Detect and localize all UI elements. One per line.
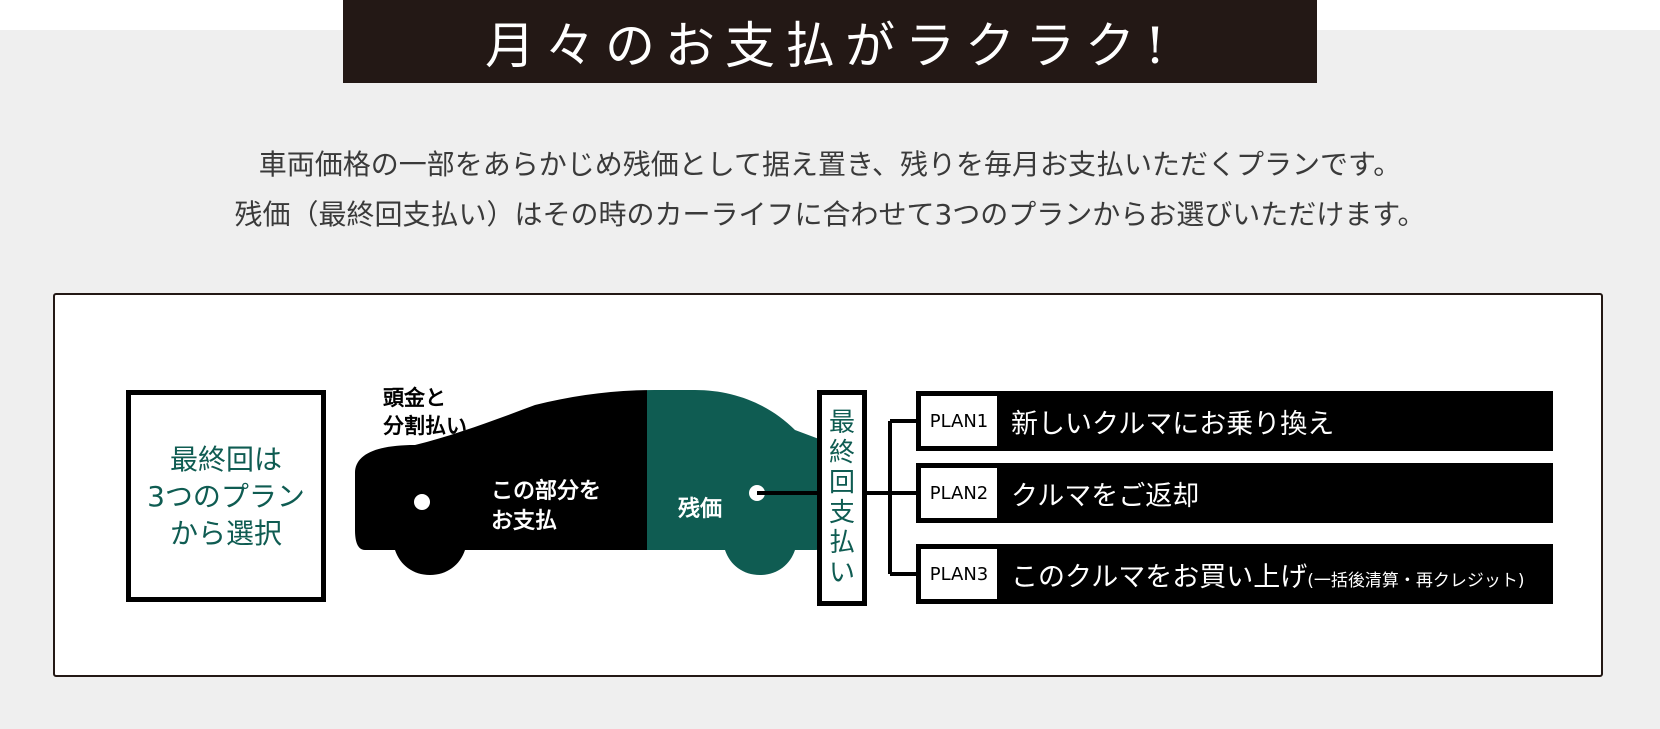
down-payment-line-2: 分割払い	[383, 414, 467, 438]
down-payment-dot	[414, 494, 430, 510]
final-payment-char-3: 回	[828, 468, 855, 498]
residual-plan-diagram: 最終回は 3つのプラン から選択 頭金と 分割払い この部分を お支払 残価	[53, 293, 1603, 677]
down-payment-label: 頭金と 分割払い	[383, 384, 467, 440]
final-choice-line-3: から選択	[169, 516, 282, 550]
final-choice-box: 最終回は 3つのプラン から選択	[126, 390, 326, 602]
plan-3-note: (一括後清算・再クレジット)	[1307, 570, 1525, 591]
final-choice-line-1: 最終回は	[169, 442, 282, 476]
plan-2-text: クルマをご返却	[1011, 480, 1200, 512]
paid-portion-line-2: お支払	[491, 509, 558, 534]
plan-3-text-wrap: このクルマをお買い上げ(一括後清算・再クレジット)	[1011, 555, 1524, 594]
final-payment-char-5: 払	[828, 528, 855, 558]
residual-label: 残価	[678, 497, 723, 522]
final-choice-line-2: 3つのプラン	[147, 479, 305, 513]
plan-3-tag: PLAN3	[921, 549, 997, 599]
down-payment-line-1: 頭金と	[383, 386, 446, 410]
plan-row-3: PLAN3 このクルマをお買い上げ(一括後清算・再クレジット)	[916, 544, 1553, 604]
plan-1-text: 新しいクルマにお乗り換え	[1011, 408, 1335, 440]
paid-portion-line-1: この部分を	[491, 479, 602, 504]
paid-portion-label: この部分を お支払	[491, 477, 601, 537]
plan-2-tag: PLAN2	[921, 468, 997, 518]
final-payment-box: 最 終 回 支 払 い	[817, 390, 867, 606]
car-illustration	[355, 390, 916, 576]
final-payment-char-2: 終	[828, 438, 855, 468]
plan-row-2: PLAN2 クルマをご返却	[916, 463, 1553, 523]
intro-line-2: 残価（最終回支払い）はその時のカーライフに合わせて3つのプランからお選びいただけ…	[234, 198, 1426, 231]
page-title: 月々のお支払がラクラク!	[343, 0, 1317, 83]
plan-row-1: PLAN1 新しいクルマにお乗り換え	[916, 391, 1553, 451]
final-payment-char-6: い	[828, 558, 855, 588]
final-payment-char-1: 最	[828, 408, 855, 438]
intro-line-1: 車両価格の一部をあらかじめ残価として据え置き、残りを毎月お支払いただくプランです…	[258, 148, 1402, 181]
final-payment-char-4: 支	[828, 498, 855, 528]
intro-text: 車両価格の一部をあらかじめ残価として据え置き、残りを毎月お支払いただくプランです…	[0, 140, 1660, 240]
plan-3-text: このクルマをお買い上げ	[1011, 561, 1308, 593]
plan-1-tag: PLAN1	[921, 396, 997, 446]
